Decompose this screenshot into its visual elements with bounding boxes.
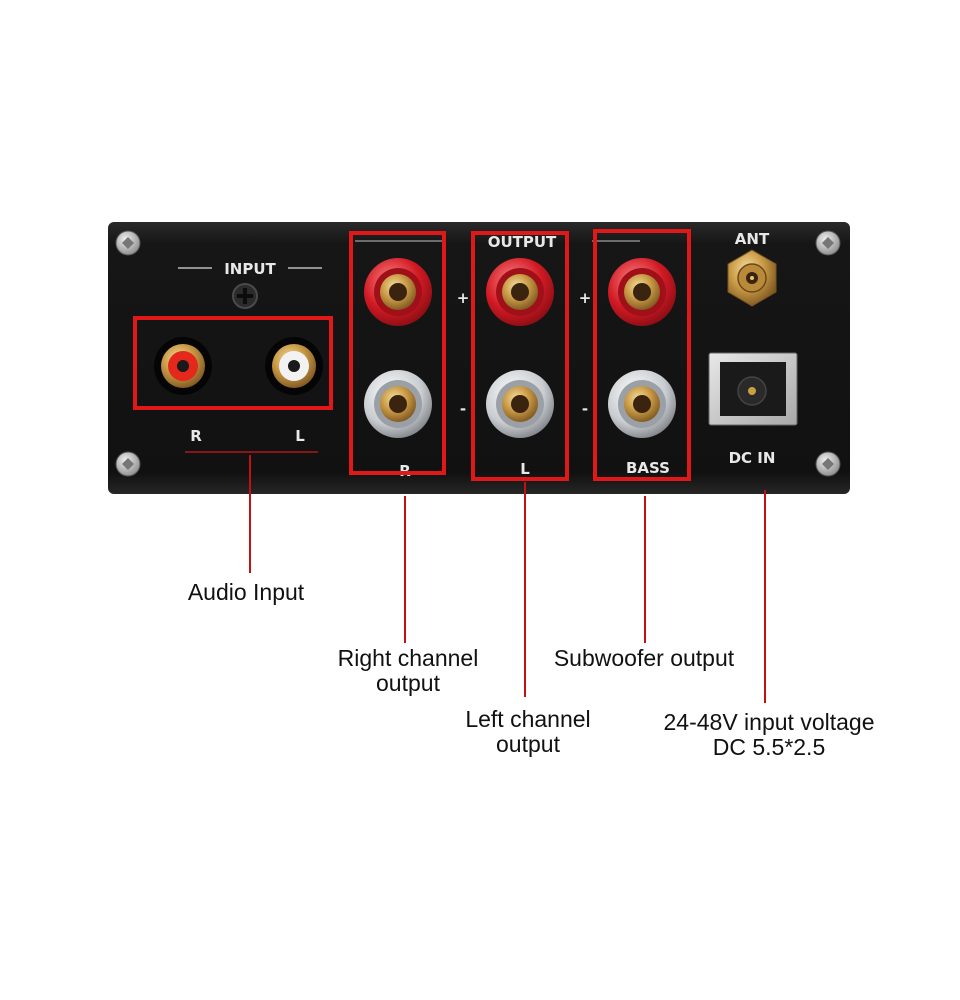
plus-mark: + [579,289,592,307]
bass-label: BASS [626,459,670,477]
input-r-label: R [190,427,202,445]
callout-right-channel: Right channel output [337,645,479,696]
highlight-box-subwoofer [593,229,691,481]
binding-post-red-bass-icon [608,258,676,326]
corner-screw-icon [815,230,841,256]
highlight-box-audio-input [133,316,333,410]
callout-left-channel: Left channel output [465,706,591,757]
binding-post-clear-bass-icon [608,370,676,438]
binding-post-red-right-icon [364,258,432,326]
dc-in-label: DC IN [729,449,776,467]
highlight-box-left-channel [471,231,569,481]
callout-audio-input: Audio Input [187,579,305,605]
corner-screw-icon [115,451,141,477]
ant-label: ANT [735,230,770,248]
corner-screw-icon [115,230,141,256]
rca-jack-right-icon [154,337,212,395]
rca-jack-left-icon [265,337,323,395]
binding-post-clear-left-icon [486,370,554,438]
binding-post-clear-right-icon [364,370,432,438]
input-heading: INPUT [224,260,276,278]
out-l-label: L [520,460,530,478]
antenna-connector-icon [727,249,777,307]
dc-jack-icon [708,352,798,426]
callout-dc-input: 24-48V input voltage DC 5.5*2.5 [663,709,875,760]
binding-post-red-left-icon [486,258,554,326]
input-l-label: L [295,427,305,445]
output-heading: OUTPUT [488,233,557,251]
highlight-box-right-channel [349,231,446,475]
plus-mark: + [457,289,470,307]
corner-screw-icon [815,451,841,477]
phillips-screw-icon [232,283,258,309]
callout-subwoofer: Subwoofer output [553,645,735,671]
minus-mark: - [460,400,466,418]
minus-mark: - [582,400,588,418]
